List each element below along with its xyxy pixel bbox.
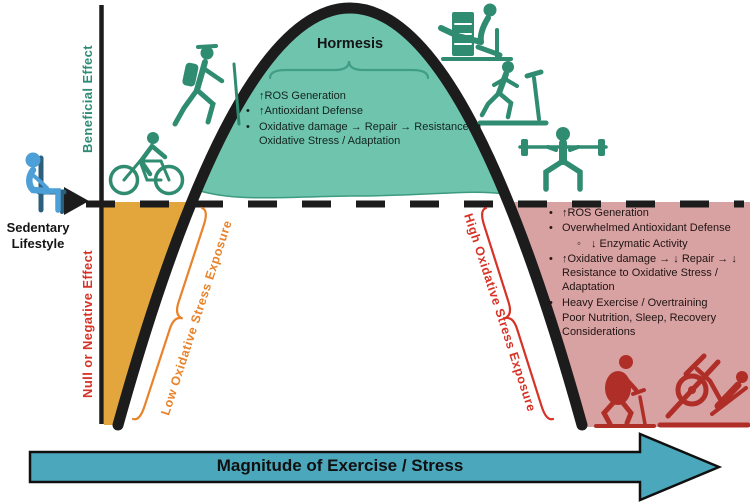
high-zone-bullet-text: ↑ROS Generation xyxy=(562,207,649,219)
high-zone-bullet-text: Overwhelmed Antioxidant Defense xyxy=(562,222,731,235)
squat-lifter-icon xyxy=(518,127,608,192)
y-axis-positive-label: Beneficial Effect xyxy=(80,45,95,153)
hormesis-curve xyxy=(112,2,588,431)
leg-press-machine-icon xyxy=(657,353,750,428)
sedentary-pointer-arrow xyxy=(64,187,89,215)
hormesis-bullet-list: ↑ROS Generation ↑Antioxidant Defense Oxi… xyxy=(246,89,484,148)
high-zone-bullet-list: ↑ROS Generation Overwhelmed Antioxidant … xyxy=(549,206,749,340)
x-axis-label: Magnitude of Exercise / Stress xyxy=(216,456,464,475)
hormesis-bullet: Oxidative damage → Repair → Resistance t… xyxy=(246,120,484,149)
leg-extension-machine-icon xyxy=(438,3,513,61)
sedentary-person-icon xyxy=(25,152,67,214)
hormesis-bullet-text: Oxidative damage → Repair → Resistance t… xyxy=(259,120,481,147)
high-zone-bullet-text: Heavy Exercise / Overtraining xyxy=(562,296,708,309)
high-zone-bullet: Poor Nutrition, Sleep, Recovery Consider… xyxy=(549,311,749,340)
hormesis-bullet: ↑Antioxidant Defense xyxy=(246,104,484,118)
treadmill-runner-icon xyxy=(477,61,549,126)
hormesis-bullet: ↑ROS Generation xyxy=(246,89,484,103)
hormesis-bullet-text: ↑Antioxidant Defense xyxy=(259,105,363,118)
cyclist-icon xyxy=(108,132,185,196)
hormesis-brace xyxy=(268,60,430,80)
high-zone-bullet: Overwhelmed Antioxidant Defense xyxy=(549,221,749,235)
high-exposure-brace xyxy=(481,206,555,421)
high-zone-bullet-text: Poor Nutrition, Sleep, Recovery Consider… xyxy=(562,312,717,339)
hormesis-bullet-text: ↑ROS Generation xyxy=(259,90,346,102)
hiker-icon xyxy=(172,44,241,127)
low-exposure-brace xyxy=(131,206,207,421)
high-zone-sub-bullet: ↓ Enzymatic Activity xyxy=(573,237,749,251)
high-zone-bullet: ↑ROS Generation xyxy=(549,206,749,220)
high-zone-bullet: Heavy Exercise / Overtraining xyxy=(549,296,749,310)
high-zone-bullet: ↑Oxidative damage → ↓ Repair → ↓ Resista… xyxy=(549,252,749,295)
high-zone-bullet-text: ↑Oxidative damage → ↓ Repair → ↓ Resista… xyxy=(562,252,737,294)
hormesis-title: Hormesis xyxy=(316,36,384,52)
x-axis-arrow xyxy=(28,432,723,502)
y-axis-negative-label: Null or Negative Effect xyxy=(80,250,95,398)
sedentary-lifestyle-label: Sedentary Lifestyle xyxy=(6,220,70,252)
overweight-runner-icon xyxy=(594,355,656,428)
high-zone-bullet-text: ↓ Enzymatic Activity xyxy=(591,237,688,250)
